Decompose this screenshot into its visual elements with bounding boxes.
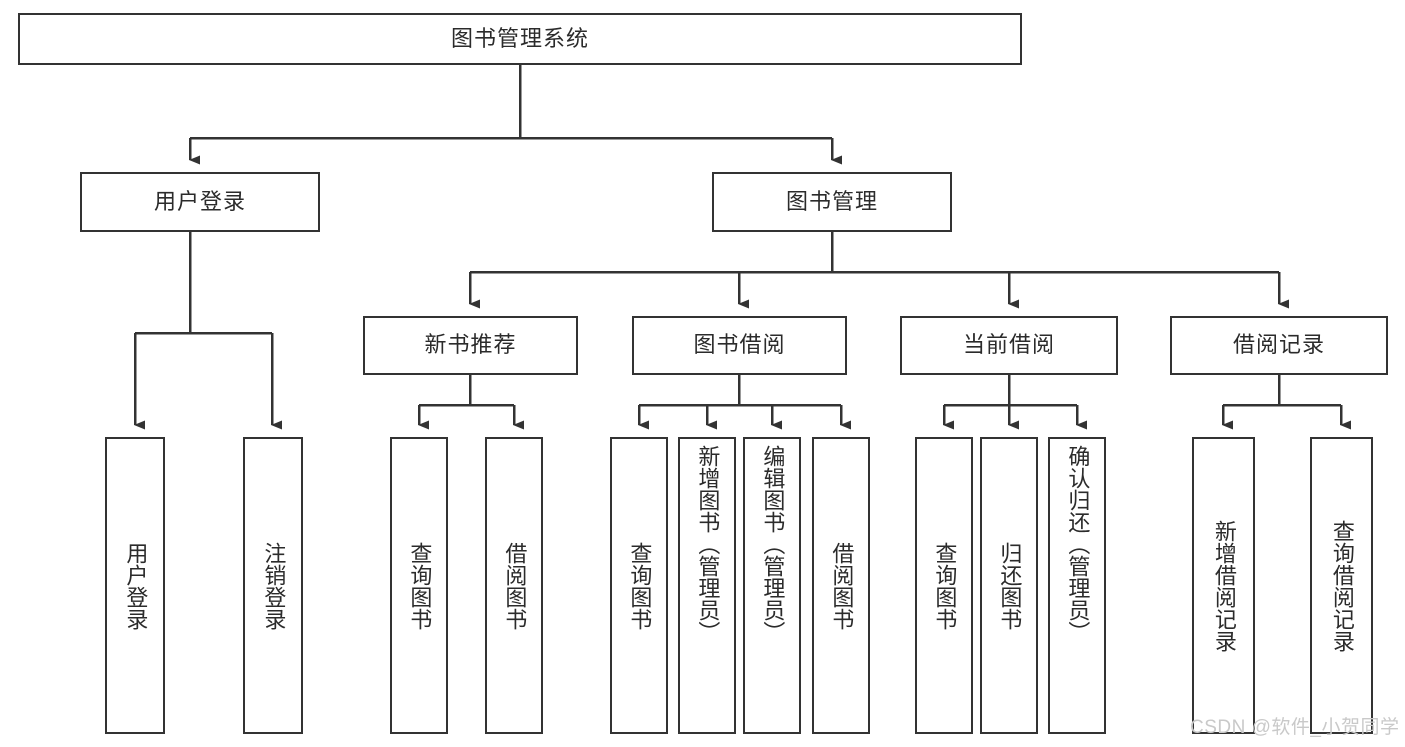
node-label: 查询图书	[932, 541, 958, 630]
leaf-query-book-current[interactable]: 查询图书	[915, 437, 973, 734]
node-label: 图书管理	[785, 188, 878, 214]
node-user-login[interactable]: 用户登录	[80, 172, 320, 232]
leaf-confirm-return-admin[interactable]: 确认归还（管理员）	[1048, 437, 1106, 734]
node-label: 当前借阅	[962, 332, 1055, 358]
node-label: 用户登录	[123, 541, 149, 630]
node-label: 编辑图书（管理员）	[760, 445, 786, 643]
node-label: 借阅图书	[829, 541, 855, 630]
leaf-query-book-new[interactable]: 查询图书	[390, 437, 448, 734]
leaf-edit-book-admin[interactable]: 编辑图书（管理员）	[743, 437, 801, 734]
node-new-book-recommendation[interactable]: 新书推荐	[363, 316, 578, 375]
node-book-borrowing[interactable]: 图书借阅	[632, 316, 847, 375]
leaf-borrow-book[interactable]: 借阅图书	[812, 437, 870, 734]
leaf-add-borrow-record[interactable]: 新增借阅记录	[1192, 437, 1255, 734]
node-label: 归还图书	[997, 541, 1023, 630]
node-book-management[interactable]: 图书管理	[712, 172, 952, 232]
leaf-logout[interactable]: 注销登录	[243, 437, 303, 734]
leaf-query-book-borrow[interactable]: 查询图书	[610, 437, 668, 734]
leaf-return-book[interactable]: 归还图书	[980, 437, 1038, 734]
node-label: 查询图书	[627, 541, 653, 630]
node-label: 新增图书（管理员）	[695, 445, 721, 643]
csdn-watermark: CSDN @软件_小贺同学	[1190, 717, 1400, 738]
node-current-borrowing[interactable]: 当前借阅	[900, 316, 1118, 375]
node-label: 图书借阅	[693, 332, 786, 358]
node-label: 借阅记录	[1232, 332, 1325, 358]
leaf-user-login[interactable]: 用户登录	[105, 437, 165, 734]
leaf-query-borrow-record[interactable]: 查询借阅记录	[1310, 437, 1373, 734]
node-label: 注销登录	[261, 541, 287, 630]
node-label: 查询图书	[407, 541, 433, 630]
leaf-add-book-admin[interactable]: 新增图书（管理员）	[678, 437, 736, 734]
node-label: 用户登录	[153, 188, 246, 214]
node-label: 新书推荐	[424, 332, 517, 358]
node-label: 借阅图书	[502, 541, 528, 630]
leaf-borrow-book-new[interactable]: 借阅图书	[485, 437, 543, 734]
node-label: 查询借阅记录	[1329, 519, 1355, 652]
node-label: 图书管理系统	[450, 25, 589, 51]
node-borrow-records[interactable]: 借阅记录	[1170, 316, 1388, 375]
node-book-management-system[interactable]: 图书管理系统	[18, 13, 1022, 65]
node-label: 新增借阅记录	[1211, 519, 1237, 652]
node-label: 确认归还（管理员）	[1065, 445, 1091, 643]
